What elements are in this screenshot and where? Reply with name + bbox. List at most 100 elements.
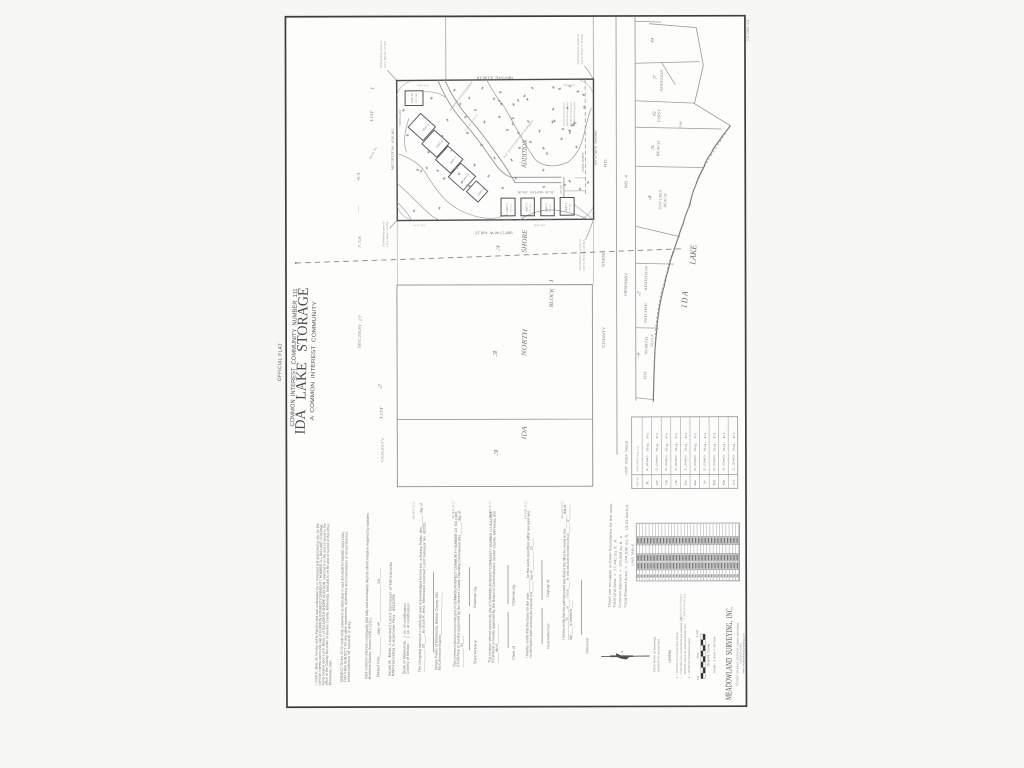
svg-text:25.00 N89°54'E 105.00: 25.00 N89°54'E 105.00 <box>517 190 553 194</box>
svg-text:Said common interest community: Said common interest community plat full… <box>364 513 370 679</box>
svg-text:Total Unit Area = 17,442 sq.: Total Unit Area = 17,442 sq. ft. A <box>613 539 618 608</box>
svg-text:no delinquent taxes and transf: no delinquent taxes and transfer entered… <box>529 538 534 658</box>
svg-text:UNIT 1: UNIT 1 <box>505 203 509 213</box>
svg-text:6: 6 <box>651 109 656 116</box>
svg-text:2: 2 <box>636 289 641 296</box>
svg-text:1,340 Sq. Ft.: 1,340 Sq. Ft. <box>731 430 736 471</box>
svg-text:MEADOWLAND SURVEYING, INC.: MEADOWLAND SURVEYING, INC. <box>723 607 734 700</box>
svg-text:23.00: 23.00 <box>550 203 552 212</box>
svg-text:County of Becker ) ss. of: County of Becker ) ss. of certification <box>406 603 411 674</box>
svg-text:COMMON ELEMENT: COMMON ELEMENT <box>581 152 585 172</box>
svg-text:S89°54'W 103.10': S89°54'W 103.10' <box>524 500 527 518</box>
svg-text:2: 2 <box>377 382 382 389</box>
svg-text:page______, as Document No.___: page______, as Document No.______. <box>569 600 573 640</box>
svg-text:28.46: 28.46 <box>562 83 576 85</box>
svg-text:4: 4 <box>647 193 652 200</box>
svg-text:NORTH: NORTH <box>644 336 649 356</box>
svg-text:SHORE: SHORE <box>643 301 648 323</box>
svg-text:LOT: LOT <box>379 406 384 420</box>
svg-text:6: 6 <box>693 477 697 485</box>
svg-text:Chairman sig.: Chairman sig. <box>473 586 477 608</box>
svg-text:Common Element = 126,588 sq.: Common Element = 126,588 sq. ft. A <box>618 535 623 608</box>
svg-text:IDA: IDA <box>643 370 647 380</box>
svg-text:1,890 Sq. Ft.: 1,890 Sq. Ft. <box>683 430 688 471</box>
svg-text:ADDITION: ADDITION <box>659 69 664 93</box>
svg-text:4: 4 <box>635 352 640 357</box>
svg-text:2,090 Sq. Ft.: 2,090 Sq. Ft. <box>712 430 717 471</box>
svg-text:N0°28'03"W 435.60': N0°28'03"W 435.60' <box>391 128 395 171</box>
svg-text:4: 4 <box>674 478 678 486</box>
svg-text:__________, 20____, at____ o'c: __________, 20____, at____ o'clock____ .… <box>565 505 570 641</box>
svg-text:UNIT 10: UNIT 10 <box>410 93 414 103</box>
svg-text:5: 5 <box>683 478 687 486</box>
svg-text:Northwesterly corner of: Northwesterly corner of <box>380 41 383 68</box>
svg-text:______ day of____________.: ______ day of____________. <box>495 623 499 664</box>
svg-text:7: 7 <box>652 73 657 80</box>
svg-text:I, Scott R. Betz, do hereby ce: I, Scott R. Betz, do hereby certify that… <box>314 523 320 685</box>
svg-text:10: 10 <box>731 479 735 486</box>
svg-text:Lot 6, Block 1 of IDA: Lot 6, Block 1 of IDA <box>581 34 584 64</box>
svg-text:100: 100 <box>695 629 699 638</box>
svg-text:IDA: IDA <box>520 425 529 440</box>
svg-text:Scale: 1 inch = 50 feet: Scale: 1 inch = 50 feet <box>712 636 716 673</box>
svg-text:S89°17'46"W 430.12': S89°17'46"W 430.12' <box>474 231 512 235</box>
svg-text:24.00: 24.00 <box>415 92 418 103</box>
svg-text:S89°54'W 103.10': S89°54'W 103.10' <box>561 500 564 518</box>
svg-text:State of Minnesota ) ss. of: State of Minnesota ) ss. of certificatio… <box>402 603 407 674</box>
svg-text:24.90: 24.90 <box>532 223 546 225</box>
svg-text:20.00: 20.00 <box>559 184 563 194</box>
svg-text:COMMON INTEREST COMMUNITY N: COMMON INTEREST COMMUNITY NUMBER 111 <box>290 288 299 427</box>
svg-text:1,890 Sq. Ft.: 1,890 Sq. Ft. <box>674 430 679 471</box>
svg-text:IDA'S SU: IDA'S SU <box>368 146 378 160</box>
svg-text:NORTH: NORTH <box>520 328 529 358</box>
svg-text:UNIT 3: UNIT 3 <box>544 203 548 213</box>
svg-text:23.00: 23.00 <box>542 217 551 219</box>
svg-text:BEACH: BEACH <box>656 140 661 156</box>
svg-text:Southeasterly corner of: Southeasterly corner of <box>579 239 582 270</box>
svg-text:3: 3 <box>664 478 668 486</box>
svg-text:8: 8 <box>650 36 655 43</box>
svg-text:C:\JOBS\12788 IDA LAKE: C:\JOBS\12788 IDA LAKE <box>682 593 686 619</box>
svg-text:8: 8 <box>712 477 716 485</box>
svg-text:MEADOWLAND\SCOTT.BETZ\PLAT: MEADOWLAND\SCOTT.BETZ\PLAT <box>679 593 683 619</box>
svg-text:ADDITION: ADDITION <box>644 265 649 292</box>
svg-text:BEACH: BEACH <box>663 193 667 207</box>
svg-text:Northeasterly corner of: Northeasterly corner of <box>577 34 580 64</box>
svg-text:23.00: 23.00 <box>562 217 571 219</box>
svg-text:UNIT AREA TABLE: UNIT AREA TABLE <box>624 440 629 475</box>
svg-text:0: 0 <box>696 675 700 681</box>
svg-text:3: 3 <box>494 449 500 457</box>
svg-text:7.58: 7.58 <box>357 235 362 249</box>
svg-text:710 HWY 10 EAST, DETROIT LAKES: 710 HWY 10 EAST, DETROIT LAKES, MN 56501 <box>735 622 740 686</box>
svg-text:COUNTY: COUNTY <box>380 436 385 462</box>
svg-text:office of the County Recorder: office of the County Recorder in Becker … <box>325 523 331 685</box>
svg-text:1,890 Sq. Ft.: 1,890 Sq. Ft. <box>645 430 650 471</box>
svg-text:The foregoing surveyor's certi: The foregoing surveyor's certificate was… <box>418 503 424 672</box>
svg-text:43: 43 <box>356 172 361 181</box>
svg-text:Lot 6, Block 1 of IDA: Lot 6, Block 1 of IDA <box>583 239 586 270</box>
svg-text:OFFICIAL PLAT: OFFICIAL PLAT <box>277 343 284 381</box>
svg-text:Lot 6, Block 1 of IDA: Lot 6, Block 1 of IDA <box>386 221 389 246</box>
svg-text:__________, 20____, by Scott R: __________, 20____, by Scott R. Betz, Mi… <box>421 522 427 673</box>
svg-text:This common interest community: This common interest community plat of C… <box>488 510 494 663</box>
svg-text:County Auditor/Treas.: County Auditor/Treas. <box>546 623 550 649</box>
svg-text:UNIT 4: UNIT 4 <box>564 202 568 212</box>
svg-text:Scott R. Betz, Licensed Land S: Scott R. Betz, Licensed Land Surveyor of… <box>388 562 393 676</box>
svg-text:23.00: 23.00 <box>510 203 512 212</box>
svg-text:UNIT 6: UNIT 6 <box>461 172 470 182</box>
svg-text:2: 2 <box>655 478 659 486</box>
svg-text:IDA LAKE STORAGE: IDA LAKE STORAGE <box>293 287 312 434</box>
svg-text:2,090 Sq. Ft.: 2,090 Sq. Ft. <box>721 430 726 471</box>
svg-text:3: 3 <box>497 244 502 251</box>
svg-text:SHORE: SHORE <box>520 229 529 253</box>
svg-text:S89°54'W 103.10': S89°54'W 103.10' <box>452 501 455 519</box>
svg-text:12788-14: 12788-14 <box>746 19 750 41</box>
svg-text:__________, 20____.: __________, 20____. <box>460 635 464 668</box>
svg-text:My Commission Expires_________: My Commission Expires___________________… <box>438 591 443 670</box>
svg-text:Directions of bearing: Directions of bearing <box>652 637 656 673</box>
svg-text:I hereby certify that this pla: I hereby certify that this plat/instrume… <box>562 505 567 640</box>
svg-text:Graphic Scale: Graphic Scale <box>706 643 710 666</box>
svg-text:This common interest community: This common interest community plat of C… <box>453 511 459 668</box>
svg-text:Southwesterly corner of: Southwesterly corner of <box>382 221 385 246</box>
svg-text:Deputy of: Deputy of <box>546 580 550 597</box>
